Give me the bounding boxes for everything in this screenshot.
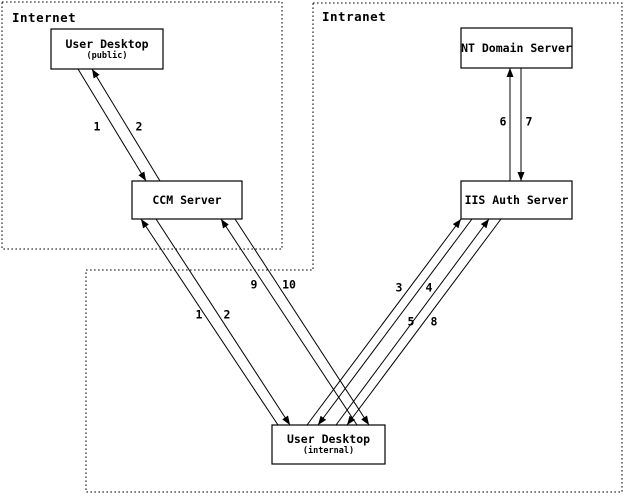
region-intranet-label: Intranet [322,9,387,24]
step-label: 8 [430,314,438,329]
step-label: 5 [407,314,415,329]
node-iis-auth-server: IIS Auth Server [461,181,572,219]
connection-step-5-line [335,218,490,426]
node-nt-domain-server: NT Domain Server [461,28,572,68]
node-ccm-server: CCM Server [132,181,242,219]
node-iis-auth-server-box [460,180,573,220]
region-internet-outline [1,1,283,250]
step-label: 2 [223,307,231,322]
step-label: 4 [425,280,433,295]
connection-step-2-line [155,218,291,426]
node-user-desktop-public-box [50,28,164,70]
connection-step-1-line [77,68,147,182]
step-label: 7 [525,114,533,129]
step-label: 3 [395,280,403,295]
node-user-desktop-public-sublabel: (public) [86,50,128,61]
node-nt-domain-server-label: NT Domain Server [461,40,572,55]
step-label: 6 [499,114,507,129]
node-ccm-server-box [131,180,243,220]
connection-step-4-line [317,218,473,426]
connection-step-2-line [91,68,161,182]
node-user-desktop-public-label: User Desktop [65,36,149,51]
step-label: 1 [93,119,101,134]
connection-step-10-line [234,218,370,426]
connection-step-8-line [346,218,502,426]
step-label: 2 [135,119,143,134]
step-label: 1 [195,307,203,322]
node-iis-auth-server-label: IIS Auth Server [464,192,569,207]
node-user-desktop-internal-box [271,424,386,465]
connection-step-1-line [140,218,279,426]
connection-step-9-line [220,218,358,426]
node-nt-domain-server-box [460,27,573,69]
region-intranet-outline [85,2,623,493]
step-label: 9 [250,277,258,292]
step-label: 10 [282,277,296,292]
node-user-desktop-internal-label: User Desktop [286,432,371,446]
node-ccm-server-label: CCM Server [152,192,222,207]
node-user-desktop-internal-sublabel: (internal) [302,446,355,456]
node-user-desktop-public: User Desktop(public) [51,29,163,69]
region-internet-label: Internet [12,10,77,25]
connection-step-3-line [306,218,462,426]
node-user-desktop-internal: User Desktop(internal) [272,425,385,464]
